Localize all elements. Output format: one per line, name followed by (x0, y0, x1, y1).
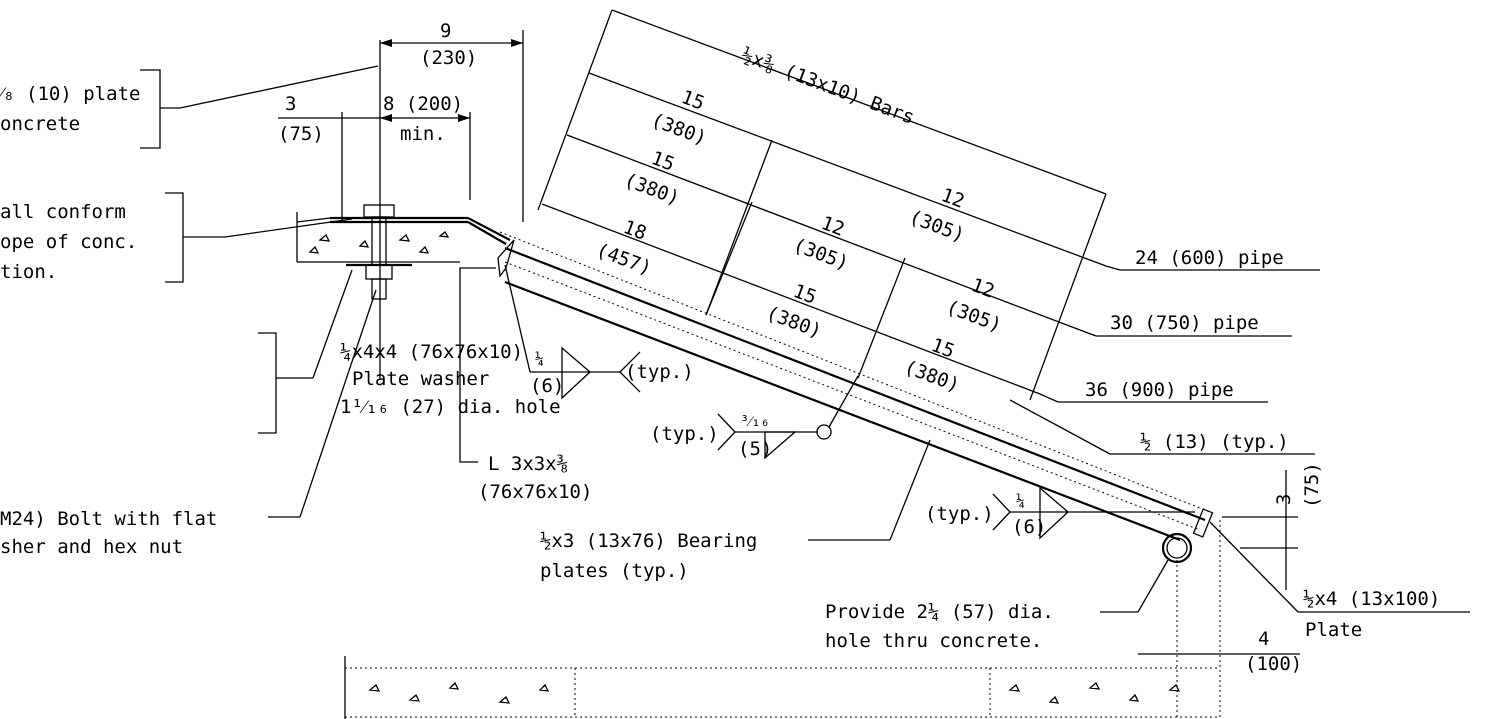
dim-9: 9 (230) (380, 20, 524, 222)
conform-note: all conform ope of conc. tion. (0, 192, 353, 283)
angle-line2: (76x76x10) (478, 481, 592, 503)
weld-symbol-1: ¼ (6) (typ.) (504, 264, 694, 400)
dim-row3: 18 (457) 15 (380) 15 (380) (541, 203, 1041, 397)
grate-bars (497, 231, 1214, 542)
conform-line3: tion. (0, 261, 57, 283)
bottom-slab (344, 656, 1220, 719)
angle-note: L 3x3x⅜ (76x76x10) (459, 267, 592, 503)
dim-75b-label: (75) (1301, 462, 1323, 508)
hole-line1: Provide 2¼ (57) dia. (825, 601, 1054, 623)
weld1-mm: (6) (530, 375, 564, 397)
d18-label: 18 (620, 216, 649, 245)
top-slab (296, 212, 511, 263)
washer-note: ¼x4x4 (76x76x10) Plate washer 1¹⁄₁₆ (27)… (258, 269, 561, 434)
d305c-label: (305) (943, 296, 1004, 337)
pipe24-label: 24 (600) pipe (1135, 247, 1284, 269)
dim-3b-label: 3 (1273, 494, 1295, 505)
weld1-size: ¼ (535, 350, 544, 368)
anchor-bolt (346, 40, 412, 380)
plate-note-line1: ⁄₈ (10) plate (0, 83, 140, 105)
plate-right-line1: ½x4 (13x100) (1303, 588, 1440, 610)
dim-4-label: 4 (1258, 628, 1269, 650)
angle-line1: L 3x3x⅜ (488, 453, 568, 475)
dim-3-right: 3 (75) (1222, 462, 1323, 590)
bolt-line1: M24) Bolt with flat (0, 508, 217, 530)
plate-note-right: ½x4 (13x100) Plate (1209, 521, 1470, 641)
typ-half-label: ½ (13) (typ.) (1140, 431, 1289, 453)
bolt-note: M24) Bolt with flat sher and hex nut (0, 289, 377, 558)
d380d-label: (380) (901, 356, 962, 397)
bearing-note: ½x3 (13x76) Bearing plates (typ.) (540, 439, 931, 582)
bars-label: ½x⅜ (13x10) Bars (738, 44, 917, 129)
weld2-mm: (5) (738, 438, 772, 460)
d12a-label: 12 (938, 184, 967, 213)
weld2-size: ³⁄₁₆ (740, 412, 770, 430)
pipe30-label: 30 (750) pipe (1110, 312, 1259, 334)
pipe36-label: 36 (900) pipe (1085, 379, 1234, 401)
plate-right-line2: Plate (1305, 619, 1362, 641)
d15a-label: 15 (678, 86, 707, 115)
dim-8-200: 8 (200) min. (380, 93, 471, 200)
d457-label: (457) (593, 239, 654, 280)
washer-line3: 1¹⁄₁₆ (27) dia. hole (340, 396, 561, 418)
bearing-line1: ½x3 (13x76) Bearing (540, 530, 757, 552)
dim-100-label: (100) (1245, 653, 1302, 675)
pipe-labels: 24 (600) pipe 30 (750) pipe 36 (900) pip… (1009, 247, 1320, 455)
washer-line1: ¼x4x4 (76x76x10) (340, 341, 523, 363)
d15d-label: 15 (928, 334, 957, 363)
dim-min-label: min. (400, 123, 446, 145)
hole-note: Provide 2¼ (57) dia. hole thru concrete. (825, 559, 1169, 652)
weld-symbol-2: (typ.) ³⁄₁₆ (5) (650, 375, 859, 460)
d15c-label: 15 (790, 280, 819, 309)
dim-3: 3 (75) (278, 93, 380, 222)
plate-note: ⁄₈ (10) plate oncrete (0, 65, 379, 149)
dim-4: 4 (100) (1138, 628, 1302, 675)
dim-9-label: 9 (440, 20, 451, 42)
dim-bars-overall: ½x⅜ (13x10) Bars (537, 9, 1107, 401)
dim-8-label: 8 (200) (383, 93, 463, 115)
dim-75-label: (75) (278, 123, 324, 145)
d12b-label: 12 (818, 212, 847, 241)
conform-line1: all conform (0, 201, 126, 223)
conform-line2: ope of conc. (0, 231, 137, 253)
weld3-typ: (typ.) (925, 503, 994, 525)
washer-line2: Plate washer (352, 368, 489, 390)
dim-230-label: (230) (420, 47, 477, 69)
bearing-line2: plates (typ.) (540, 560, 689, 582)
hole-line2: hole thru concrete. (825, 630, 1042, 652)
weld1-typ: (typ.) (625, 361, 694, 383)
bolt-line2: sher and hex nut (0, 536, 183, 558)
weld-symbol-3: (typ.) ¼ (6) (925, 486, 1195, 540)
d12c-label: 12 (968, 274, 997, 303)
d15b-label: 15 (648, 147, 677, 176)
plate-note-line2: oncrete (0, 113, 80, 135)
dim-3-label: 3 (285, 93, 296, 115)
weld2-typ: (typ.) (650, 423, 719, 445)
pipe-end (1161, 520, 1221, 719)
weld3-mm: (6) (1012, 516, 1046, 538)
weld3-size: ¼ (1016, 492, 1025, 510)
